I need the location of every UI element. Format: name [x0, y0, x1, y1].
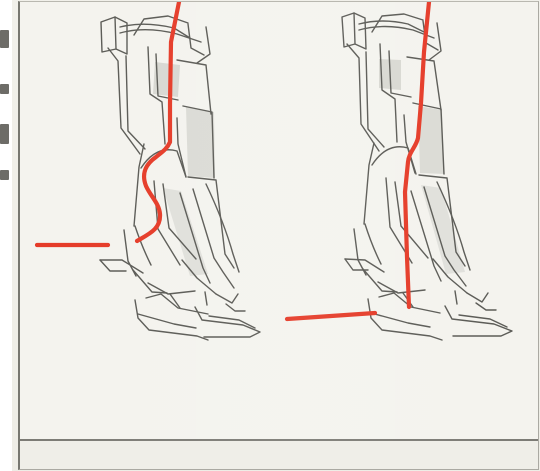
- illustration-footer-band: [20, 441, 539, 470]
- edge-mark-1: [0, 30, 9, 48]
- sewing-foot-diagram: [20, 2, 539, 441]
- edge-mark-3: [0, 124, 9, 144]
- edge-mark-2: [0, 84, 9, 94]
- edge-mark-4: [0, 170, 9, 180]
- left-page-margin: [0, 0, 12, 471]
- illustration-panel: [20, 2, 539, 441]
- paper-sheen: [20, 2, 539, 441]
- illustration-frame: [18, 1, 539, 470]
